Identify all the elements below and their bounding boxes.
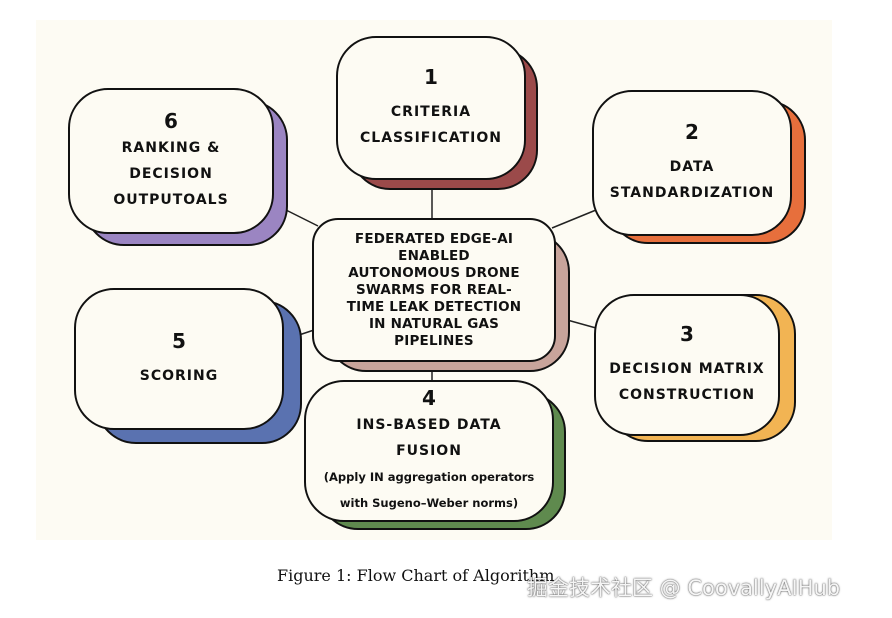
connector-2 — [551, 209, 597, 229]
step-6-label: RANKING & DECISION OUTPUTOALS — [113, 140, 229, 208]
step-3-box: 3 DECISION MATRIX CONSTRUCTION — [594, 294, 780, 436]
step-3-number: 3 — [680, 322, 694, 346]
step-1-number: 1 — [424, 65, 438, 89]
step-6-number: 6 — [164, 109, 178, 133]
step-4-sublabel: (Apply IN aggregation operators with Sug… — [323, 470, 535, 510]
step-4-number: 4 — [422, 386, 436, 410]
center-title: FEDERATED EDGE-AI ENABLED AUTONOMOUS DRO… — [346, 230, 522, 349]
watermark-text: 掘金技术社区 @ CoovallyAIHub — [527, 576, 841, 600]
step-3-label: DECISION MATRIX CONSTRUCTION — [609, 361, 765, 403]
step-5-number: 5 — [172, 329, 186, 353]
step-1-box: 1 CRITERIA CLASSIFICATION — [336, 36, 526, 180]
step-1-label: CRITERIA CLASSIFICATION — [360, 104, 502, 146]
step-2-label: DATA STANDARDIZATION — [609, 159, 775, 201]
step-2-box: 2 DATA STANDARDIZATION — [592, 90, 792, 236]
step-4-label: INS-BASED DATA FUSION — [356, 417, 502, 459]
step-6-box: 6 RANKING & DECISION OUTPUTOALS — [68, 88, 274, 234]
center-box: FEDERATED EDGE-AI ENABLED AUTONOMOUS DRO… — [312, 218, 556, 362]
step-5-label: SCORING — [139, 368, 219, 384]
step-5-box: 5 SCORING — [74, 288, 284, 430]
connector-6 — [285, 209, 319, 227]
figure-caption: Figure 1: Flow Chart of Algorithm — [277, 566, 555, 585]
step-4-box: 4 INS-BASED DATA FUSION (Apply IN aggreg… — [304, 380, 554, 522]
step-2-number: 2 — [685, 120, 699, 144]
